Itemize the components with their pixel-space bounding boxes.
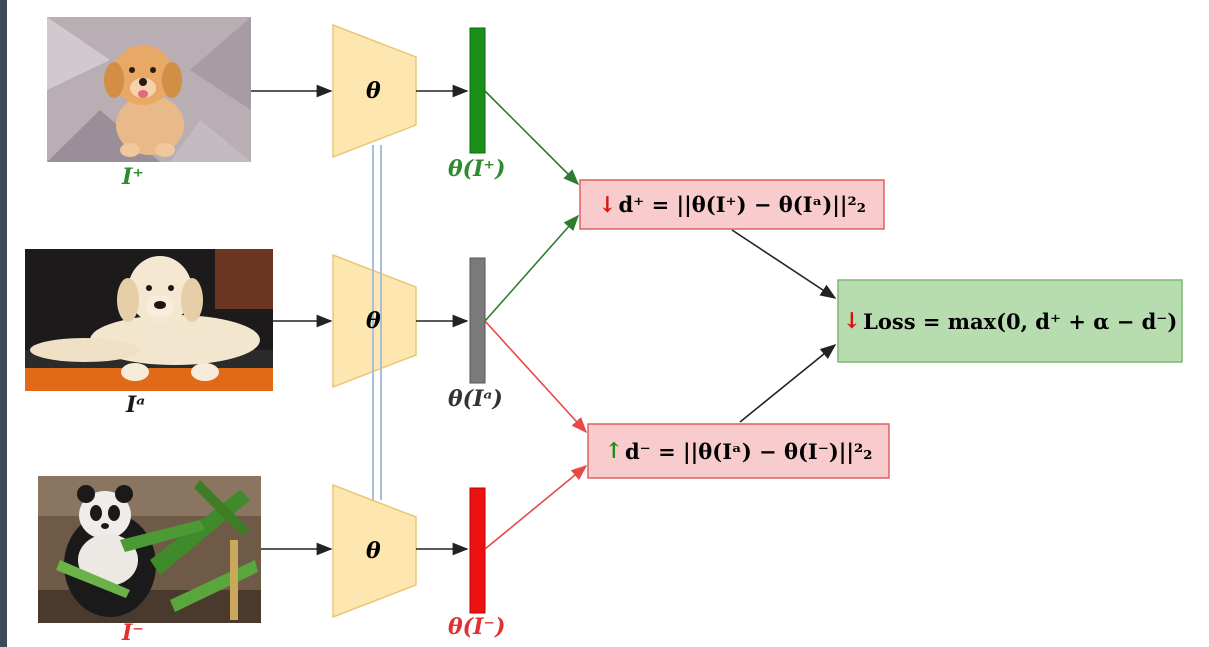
embedding-label-anchor: θ(Iᵃ) (448, 386, 503, 412)
embedding-bar-positive (470, 28, 485, 153)
distance-positive-text: d⁺ = ||θ(I⁺) − θ(Iᵃ)||²₂ (619, 192, 866, 217)
caption-negative: I⁻ (122, 620, 144, 646)
caption-anchor: Iᵃ (126, 392, 145, 418)
distance-negative-text: d⁻ = ||θ(Iᵃ) − θ(I⁻)||²₂ (625, 439, 872, 464)
encoder-positive-symbol: θ (366, 78, 381, 104)
encoder-negative-symbol: θ (366, 538, 381, 564)
decrease-arrow-icon: ↓ (598, 192, 616, 218)
embedding-label-positive: θ(I⁺) (448, 156, 505, 182)
embedding-bar-anchor (470, 258, 485, 383)
embedding-label-negative: θ(I⁻) (448, 614, 505, 640)
positive-image (47, 17, 251, 162)
anchor-image (25, 249, 273, 391)
caption-positive: I⁺ (122, 164, 144, 190)
negative-image (38, 476, 261, 623)
distance-positive-equation: ↓ d⁺ = ||θ(I⁺) − θ(Iᵃ)||²₂ (580, 180, 884, 229)
distance-to-loss-arrows (732, 230, 835, 422)
loss-equation: ↓ Loss = max(0, d⁺ + α − d⁻) (838, 280, 1182, 362)
embedding-bar-negative (470, 488, 485, 613)
loss-decrease-arrow-icon: ↓ (843, 308, 861, 334)
increase-arrow-icon: ↑ (605, 438, 623, 464)
encoder-anchor-symbol: θ (366, 308, 381, 334)
distance-negative-equation: ↑ d⁻ = ||θ(Iᵃ) − θ(I⁻)||²₂ (588, 424, 889, 478)
loss-text: Loss = max(0, d⁺ + α − d⁻) (863, 309, 1177, 334)
